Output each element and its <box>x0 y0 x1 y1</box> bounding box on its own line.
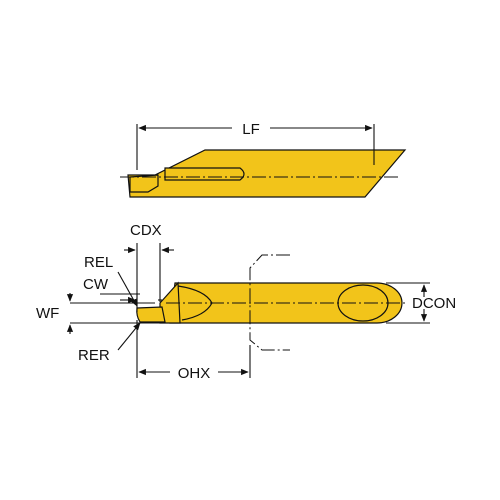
bottom-tip <box>136 306 166 323</box>
rel-label: REL <box>84 254 113 271</box>
rer-label: RER <box>78 347 110 364</box>
ohx-label: OHX <box>178 365 211 382</box>
rel-leader <box>117 271 138 307</box>
lf-label: LF <box>242 121 260 138</box>
top-view: LF <box>120 121 407 198</box>
wf-label: WF <box>36 305 59 322</box>
dcon-label: DCON <box>412 295 456 312</box>
cw-label: CW <box>83 276 109 293</box>
bottom-centerline-v <box>249 254 290 351</box>
cdx-label: CDX <box>130 222 162 239</box>
bottom-view: DCON CDX REL CW WF RER OHX <box>36 222 456 382</box>
rer-leader <box>117 322 141 351</box>
top-tip <box>129 174 159 193</box>
top-groove <box>164 167 245 181</box>
